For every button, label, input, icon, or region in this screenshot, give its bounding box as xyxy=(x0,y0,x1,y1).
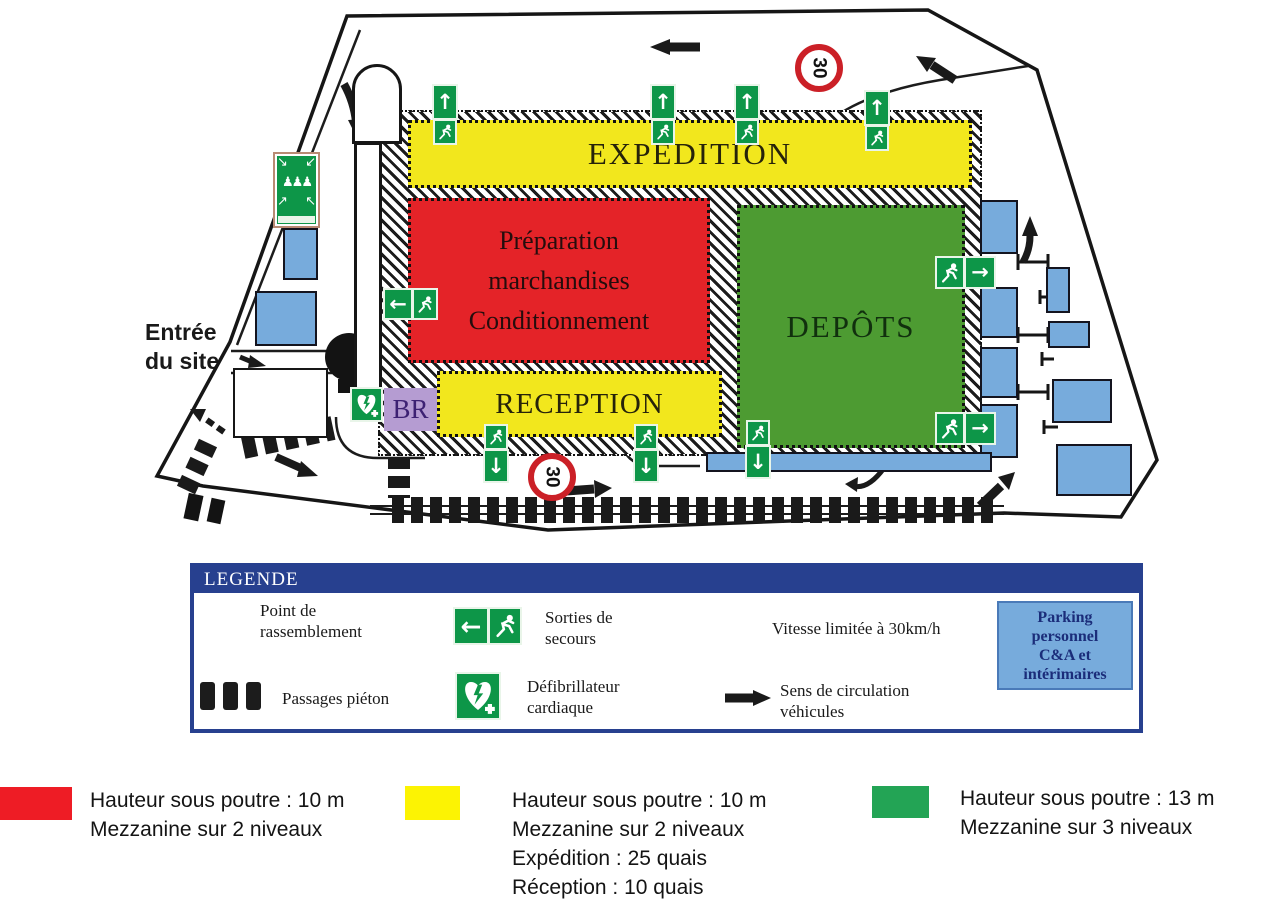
parking-block xyxy=(283,228,318,280)
key-red-text: Hauteur sous poutre : 10 m Mezzanine sur… xyxy=(90,789,345,841)
legend-defibrillator-label: Défibrillateur cardiaque xyxy=(527,677,620,717)
running-man-icon xyxy=(935,412,965,445)
defibrillator-legend-icon xyxy=(455,672,501,720)
defibrillator-icon xyxy=(350,387,383,422)
speed-limit-value: 30 xyxy=(808,57,830,79)
zone-reception: RECEPTION xyxy=(437,371,722,437)
pedestrian-crossing-icon xyxy=(223,682,238,710)
parking-block xyxy=(980,347,1018,398)
legend-speed-label: Vitesse limitée à 30km/h xyxy=(772,619,941,638)
pedestrian-crossing-icon xyxy=(200,682,215,710)
gatehouse-building xyxy=(233,368,328,438)
running-man-icon xyxy=(735,119,759,145)
down-arrow-icon: ↓ xyxy=(633,449,659,483)
office-building-strip xyxy=(354,142,382,392)
emergency-exit-legend-icon: ← xyxy=(453,607,522,645)
people-group-icon: ♟♟♟ xyxy=(282,175,313,190)
parking-block xyxy=(980,200,1018,254)
key-green-swatch xyxy=(872,786,929,818)
down-arrow-icon: ↓ xyxy=(483,449,509,483)
key-yellow-swatch xyxy=(405,786,460,820)
parking-block xyxy=(1052,379,1112,423)
running-man-icon xyxy=(935,256,965,289)
parking-block xyxy=(1046,267,1070,313)
speed-limit-sign: 30 xyxy=(795,44,843,92)
legend-title: LEGENDE xyxy=(194,567,1139,593)
parking-block xyxy=(255,291,317,346)
staff-parking-box: Parking personnel C&A et intérimaires xyxy=(997,601,1133,690)
zone-reception-label: RECEPTION xyxy=(495,387,664,420)
parking-block xyxy=(980,287,1018,338)
key-yellow-text: Hauteur sous poutre : 10 m Mezzanine sur… xyxy=(512,789,767,899)
zone-preparation-label: Préparation marchandises Conditionnement xyxy=(468,225,650,335)
running-man-icon xyxy=(484,424,508,450)
running-man-icon xyxy=(651,119,675,145)
inward-arrows-icon: ↘↙ xyxy=(277,155,316,170)
zone-br: BR xyxy=(384,388,437,431)
left-arrow-icon: ← xyxy=(383,288,413,320)
emergency-exit-sign-left: ← xyxy=(383,288,438,320)
right-arrow-icon: → xyxy=(964,412,996,445)
emergency-exit-sign-up: ↑ xyxy=(650,84,676,145)
key-red-swatch xyxy=(0,787,72,820)
emergency-exit-sign-down: ↓ xyxy=(483,424,509,483)
legend-direction-label: Sens de circulation véhicules xyxy=(780,681,910,721)
legend-pedestrian-label: Passages piéton xyxy=(282,689,390,708)
parking-block xyxy=(1056,444,1132,496)
legend-box: LEGENDE xyxy=(190,563,1143,733)
legend-assembly-label: Point de rassemblement xyxy=(260,601,362,641)
office-building-dome xyxy=(352,64,402,144)
zone-expedition-label: EXPEDITION xyxy=(587,136,793,171)
right-arrow-icon: → xyxy=(964,256,996,289)
speed-limit-sign: 30 xyxy=(528,453,576,501)
running-man-icon xyxy=(746,420,770,446)
running-man-icon xyxy=(433,119,457,145)
traffic-direction-legend-icon xyxy=(725,690,771,706)
emergency-exit-sign-right: → xyxy=(935,412,996,445)
up-arrow-icon: ↑ xyxy=(650,84,676,120)
emergency-exit-sign-right: → xyxy=(935,256,996,289)
left-arrow-icon: ← xyxy=(453,607,489,645)
zone-depots: DEPÔTS xyxy=(737,205,965,448)
site-entrance-label: Entrée du site xyxy=(145,319,220,374)
running-man-icon xyxy=(634,424,658,450)
running-man-icon xyxy=(488,607,522,645)
parked-trucks xyxy=(183,492,226,525)
parking-block xyxy=(1048,321,1090,348)
zone-preparation: Préparation marchandises Conditionnement xyxy=(408,198,710,363)
sign-caption-band xyxy=(278,216,315,223)
emergency-exit-sign-down: ↓ xyxy=(745,420,771,479)
emergency-exit-sign-up: ↑ xyxy=(432,84,458,145)
down-arrow-icon: ↓ xyxy=(745,445,771,479)
inward-arrows-icon: ↗↖ xyxy=(277,194,316,209)
pedestrian-crossing-icon xyxy=(246,682,261,710)
running-man-icon xyxy=(865,125,889,151)
key-green-text: Hauteur sous poutre : 13 m Mezzanine sur… xyxy=(960,787,1215,839)
zone-depots-label: DEPÔTS xyxy=(786,308,916,344)
assembly-point-sign: ↘↙ ♟♟♟ ↗↖ xyxy=(273,152,320,228)
up-arrow-icon: ↑ xyxy=(734,84,760,120)
up-arrow-icon: ↑ xyxy=(864,90,890,126)
zone-br-label: BR xyxy=(392,394,429,424)
emergency-exit-sign-up: ↑ xyxy=(864,90,890,151)
emergency-exit-sign-down: ↓ xyxy=(633,424,659,483)
up-arrow-icon: ↑ xyxy=(432,84,458,120)
dock-apron-strip xyxy=(706,452,992,472)
legend-exit-label: Sorties de secours xyxy=(545,608,613,648)
running-man-icon xyxy=(412,288,438,320)
emergency-exit-sign-up: ↑ xyxy=(734,84,760,145)
speed-limit-value: 30 xyxy=(541,466,563,488)
